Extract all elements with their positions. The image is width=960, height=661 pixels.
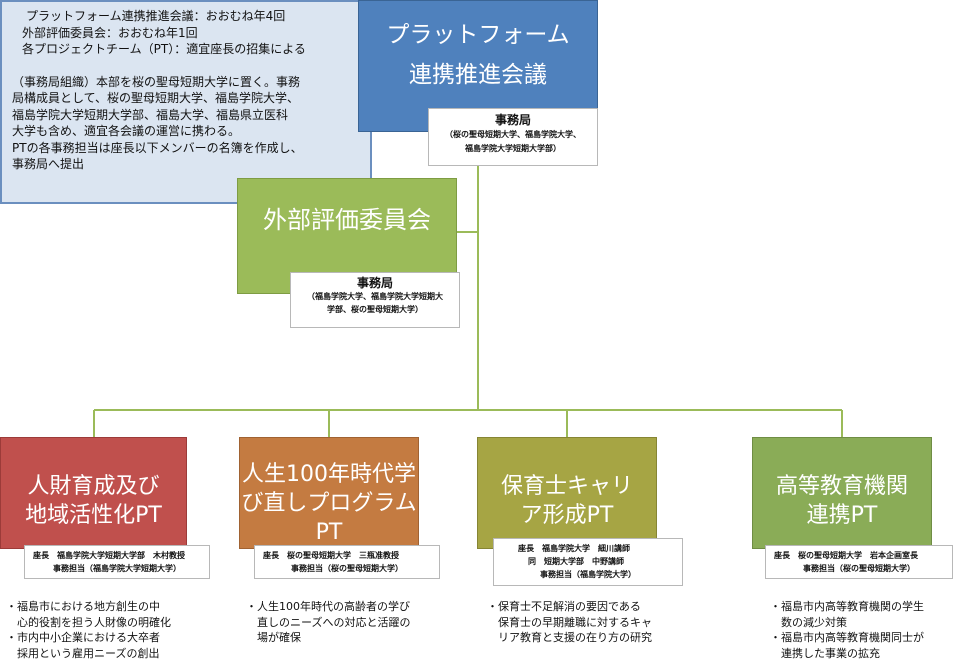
- pt-title-line: び直しプログラム: [241, 489, 416, 518]
- pt-title-line: 地域活性化PT: [25, 501, 162, 530]
- pt-co-chair: 同 短期大学部 中野講師: [494, 555, 682, 568]
- description-line: ・市内中小企業における大卒者: [6, 630, 171, 646]
- pt-chair: 座長 福島学院大学 細川講師: [494, 542, 682, 555]
- pt-higher-education-members: 座長 桜の聖母短期大学 岩本企画室長 事務担当（桜の聖母短期大学）: [765, 545, 953, 579]
- evaluation-office-box: 事務局 （福島学院大学、福島学院大学短期大 学部、桜の聖母短期大学）: [290, 272, 460, 328]
- description-line: 数の減少対策: [770, 615, 924, 631]
- pt-human-resources-members: 座長 福島学院大学短期大学部 木村教授 事務担当（福島学院大学短期大学）: [24, 545, 210, 579]
- description-line: 保育士の早期離職に対するキャ: [487, 615, 652, 631]
- platform-office-title: 事務局: [429, 112, 597, 128]
- platform-council-title-line2: 連携推進会議: [409, 55, 547, 95]
- description-line: リア教育と支援の在り方の研究: [487, 630, 652, 646]
- pt-staff: 事務担当（福島学院大学）: [494, 568, 682, 581]
- pt-higher-education-box: 高等教育機関 連携PT: [752, 437, 932, 549]
- description-line: 場が確保: [246, 630, 410, 646]
- description-line: 心的役割を担う人財像の明確化: [6, 615, 171, 631]
- pt-title-line: PT: [316, 518, 343, 547]
- pt-childcare-career-members: 座長 福島学院大学 細川講師 同 短期大学部 中野講師 事務担当（福島学院大学）: [493, 538, 683, 586]
- pt-staff: 事務担当（桜の聖母短期大学）: [255, 562, 439, 575]
- platform-office-line2: 福島学院大学短期大学部）: [429, 142, 597, 156]
- description-line: 採用という雇用ニーズの創出: [6, 646, 171, 661]
- pt-title-line: ア形成PT: [521, 501, 614, 530]
- description-line: ・福島市内高等教育機関の学生: [770, 599, 924, 615]
- pt-title-line: 高等教育機関: [776, 472, 908, 501]
- pt-title-line: 人財育成及び: [27, 472, 159, 501]
- pt-chair: 座長 桜の聖母短期大学 三瓶准教授: [255, 549, 439, 562]
- description-line: ・人生100年時代の高齢者の学び: [246, 599, 410, 615]
- evaluation-office-title: 事務局: [291, 275, 459, 291]
- platform-council-title-line1: プラットフォーム: [386, 15, 569, 55]
- pt-higher-education-description: ・福島市内高等教育機関の学生 数の減少対策 ・福島市内高等教育機関同士が 連携し…: [770, 599, 924, 661]
- pt-staff: 事務担当（桜の聖母短期大学）: [766, 562, 952, 575]
- pt-chair: 座長 福島学院大学短期大学部 木村教授: [25, 549, 209, 562]
- evaluation-office-line1: （福島学院大学、福島学院大学短期大: [291, 291, 459, 304]
- description-line: ・福島市内高等教育機関同士が: [770, 630, 924, 646]
- pt-human-resources-box: 人財育成及び 地域活性化PT: [0, 437, 187, 549]
- pt-chair: 座長 桜の聖母短期大学 岩本企画室長: [766, 549, 952, 562]
- platform-office-box: 事務局 （桜の聖母短期大学、福島学院大学、 福島学院大学短期大学部）: [428, 108, 598, 166]
- description-line: ・福島市における地方創生の中: [6, 599, 171, 615]
- pt-childcare-career-description: ・保育士不足解消の要因である 保育士の早期離職に対するキャ リア教育と支援の在り…: [487, 599, 652, 646]
- pt-lifelong-learning-members: 座長 桜の聖母短期大学 三瓶准教授 事務担当（桜の聖母短期大学）: [254, 545, 440, 579]
- pt-title-line: 人生100年時代学: [242, 460, 416, 489]
- pt-staff: 事務担当（福島学院大学短期大学）: [25, 562, 209, 575]
- pt-title-line: 連携PT: [807, 501, 878, 530]
- description-line: 直しのニーズへの対応と活躍の: [246, 615, 410, 631]
- evaluation-committee-title: 外部評価委員会: [263, 205, 431, 235]
- pt-lifelong-learning-box: 人生100年時代学 び直しプログラム PT: [239, 437, 419, 549]
- pt-lifelong-learning-description: ・人生100年時代の高齢者の学び 直しのニーズへの対応と活躍の 場が確保: [246, 599, 410, 646]
- pt-childcare-career-box: 保育士キャリ ア形成PT: [477, 437, 657, 549]
- description-line: ・保育士不足解消の要因である: [487, 599, 652, 615]
- evaluation-office-line2: 学部、桜の聖母短期大学）: [291, 304, 459, 317]
- description-line: 連携した事業の拡充: [770, 646, 924, 661]
- pt-human-resources-description: ・福島市における地方創生の中 心的役割を担う人財像の明確化 ・市内中小企業におけ…: [6, 599, 171, 661]
- platform-office-line1: （桜の聖母短期大学、福島学院大学、: [429, 128, 597, 142]
- pt-title-line: 保育士キャリ: [501, 472, 633, 501]
